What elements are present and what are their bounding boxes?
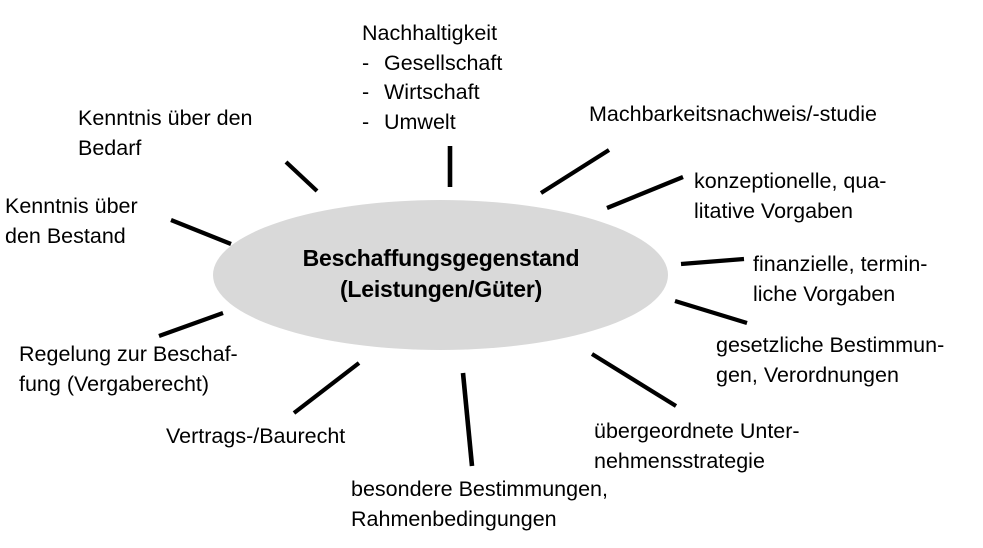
spoke-gesetzliche-bestimmungen — [674, 298, 748, 326]
spoke-lines — [158, 146, 748, 467]
node-vertrags-baurecht-line-1: Vertrags-/Baurecht — [166, 424, 346, 448]
spoke-finanzielle-vorgaben — [680, 256, 745, 267]
spoke-vertrags-baurecht — [292, 361, 361, 415]
node-unternehmensstrategie-line-2: nehmensstrategie — [594, 448, 765, 473]
spoke-bedarf — [284, 160, 319, 193]
node-nachhaltigkeit-subitem-3-label: Umwelt — [384, 109, 456, 134]
bullet-dash-1: - — [362, 50, 370, 75]
node-bedarf-line-1: Kenntnis über den — [78, 106, 253, 130]
node-nachhaltigkeit-subitem-1-label: Gesellschaft — [384, 50, 503, 75]
node-machbarkeitsnachweis: Machbarkeitsnachweis/-studie — [589, 100, 877, 130]
node-konzeptionelle-vorgaben: konzeptionelle, qua- litative Vorgaben — [694, 167, 886, 226]
node-machbarkeitsnachweis-line-1: Machbarkeitsnachweis/-studie — [589, 102, 877, 126]
node-gesetzliche-bestimmungen-line-2: gen, Verordnungen — [716, 362, 899, 387]
node-vertrags-baurecht: Vertrags-/Baurecht — [166, 422, 345, 452]
center-ellipse — [213, 200, 668, 350]
node-regelung-beschaffung-line-2: fung (Vergaberecht) — [19, 371, 210, 396]
node-besondere-bestimmungen: besondere Bestimmungen, Rahmenbedingunge… — [351, 475, 608, 534]
node-unternehmensstrategie-line-1: übergeordnete Unter- — [594, 419, 800, 443]
node-bestand-line-2: den Bestand — [5, 223, 126, 248]
node-gesetzliche-bestimmungen: gesetzliche Bestimmun- gen, Verordnungen — [716, 331, 944, 390]
spoke-regelung-beschaffung — [158, 311, 224, 338]
spoke-besondere-bestimmungen — [460, 372, 475, 467]
node-regelung-beschaffung: Regelung zur Beschaf- fung (Vergaberecht… — [19, 340, 238, 399]
node-gesetzliche-bestimmungen-line-1: gesetzliche Bestimmun- — [716, 333, 945, 357]
center-node-line-2: (Leistungen/Güter) — [339, 275, 543, 302]
node-bestand: Kenntnis über den Bestand — [5, 192, 138, 251]
node-nachhaltigkeit: Nachhaltigkeit -Gesellschaft -Wirtschaft… — [362, 19, 502, 138]
node-finanzielle-vorgaben-line-2: liche Vorgaben — [753, 281, 896, 306]
spoke-konzeptionelle-vorgaben — [606, 175, 684, 210]
node-besondere-bestimmungen-line-2: Rahmenbedingungen — [351, 506, 557, 531]
node-nachhaltigkeit-sublist: -Gesellschaft -Wirtschaft -Umwelt — [362, 49, 502, 138]
center-node-label: Beschaffungsgegenstand (Leistungen/Güter… — [213, 243, 669, 304]
node-nachhaltigkeit-subitem-3: -Umwelt — [362, 108, 502, 138]
node-nachhaltigkeit-subitem-1: -Gesellschaft — [362, 49, 502, 79]
node-nachhaltigkeit-line-1: Nachhaltigkeit — [362, 21, 498, 45]
node-konzeptionelle-vorgaben-line-2: litative Vorgaben — [694, 198, 853, 223]
bullet-dash-3: - — [362, 109, 370, 134]
node-bestand-line-1: Kenntnis über — [5, 194, 138, 218]
spoke-unternehmensstrategie — [590, 352, 678, 408]
bullet-dash-2: - — [362, 80, 370, 105]
node-unternehmensstrategie: übergeordnete Unter- nehmensstrategie — [594, 417, 800, 476]
node-regelung-beschaffung-line-1: Regelung zur Beschaf- — [19, 342, 238, 366]
node-bedarf: Kenntnis über den Bedarf — [78, 104, 253, 163]
center-node-line-1: Beschaffungsgegenstand — [302, 245, 580, 271]
spoke-bestand — [170, 218, 232, 246]
node-besondere-bestimmungen-line-1: besondere Bestimmungen, — [351, 477, 608, 501]
node-finanzielle-vorgaben-line-1: finanzielle, termin- — [753, 252, 928, 276]
node-nachhaltigkeit-subitem-2-label: Wirtschaft — [384, 80, 480, 105]
node-konzeptionelle-vorgaben-line-1: konzeptionelle, qua- — [694, 169, 887, 193]
node-nachhaltigkeit-subitem-2: -Wirtschaft — [362, 78, 502, 108]
node-finanzielle-vorgaben: finanzielle, termin- liche Vorgaben — [753, 250, 927, 309]
node-bedarf-line-2: Bedarf — [78, 135, 142, 160]
spoke-machbarkeitsnachweis — [539, 148, 611, 195]
